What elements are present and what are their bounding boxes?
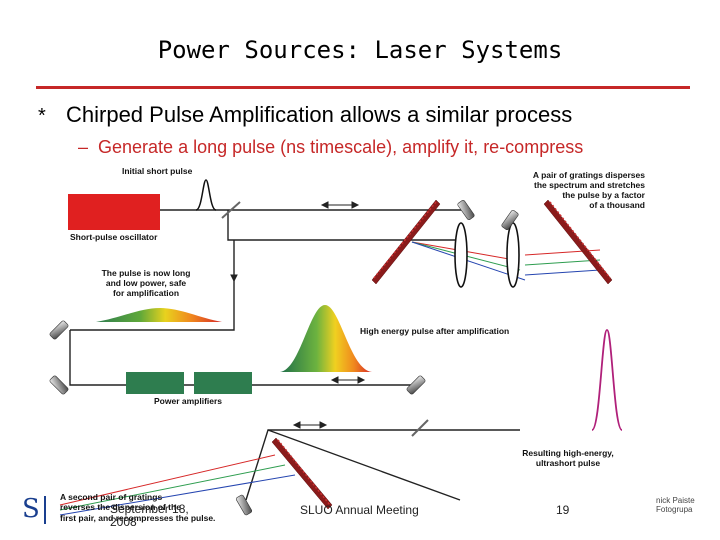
footer-date: September 18, 2008 <box>110 502 189 529</box>
title-underline <box>36 86 690 89</box>
bullet-level-2: –Generate a long pulse (ns timescale), a… <box>78 137 583 158</box>
stretched-pulse <box>96 308 222 322</box>
label-second-gratings: A second pair of gratings reverses the d… <box>60 492 215 523</box>
amplifier-2 <box>194 372 252 394</box>
svg-text:of a thousand: of a thousand <box>589 200 645 210</box>
svg-text:and low power, safe: and low power, safe <box>106 278 187 288</box>
label-long-pulse: The pulse is now long and low power, saf… <box>102 268 191 298</box>
bullet-marker: * <box>38 105 46 127</box>
svg-text:reverses the dispersion of the: reverses the dispersion of the <box>60 502 181 512</box>
direction-arrows <box>230 201 366 429</box>
label-amplifiers: Power amplifiers <box>154 396 222 406</box>
bullet-text: Chirped Pulse Amplification allows a sim… <box>66 102 573 127</box>
svg-text:ultrashort pulse: ultrashort pulse <box>536 458 601 468</box>
compressed-pulse <box>591 329 623 431</box>
svg-text:the spectrum and stretches: the spectrum and stretches <box>534 180 645 190</box>
label-initial-pulse: Initial short pulse <box>122 166 193 176</box>
bullet-level-1: * Chirped Pulse Amplification allows a si… <box>38 102 572 128</box>
label-oscillator: Short-pulse oscillator <box>70 232 158 242</box>
svg-text:the pulse by a factor: the pulse by a factor <box>562 190 645 200</box>
slide-title: Power Sources: Laser Systems <box>157 36 563 64</box>
beamsplitter <box>221 201 241 219</box>
footer-meeting: SLUO Annual Meeting <box>300 503 419 517</box>
label-high-energy: High energy pulse after amplification <box>360 326 509 336</box>
compressor-rays <box>59 454 296 516</box>
initial-pulse-shape <box>195 179 217 211</box>
sub-bullet-text: Generate a long pulse (ns timescale), am… <box>98 137 584 157</box>
lens-right <box>506 222 520 288</box>
stretcher-rays <box>411 241 601 281</box>
label-result: Resulting high-energy, ultrashort pulse <box>522 448 613 468</box>
amplifier-1 <box>126 372 184 394</box>
slac-logo: S <box>22 494 40 524</box>
svg-text:A second pair of gratings: A second pair of gratings <box>60 492 162 502</box>
svg-text:for amplification: for amplification <box>113 288 179 298</box>
beam-path <box>69 209 520 501</box>
svg-text:first pair, and recompresses t: first pair, and recompresses the pulse. <box>60 513 215 523</box>
oscillator-box <box>68 194 160 230</box>
svg-text:Resulting high-energy,: Resulting high-energy, <box>522 448 613 458</box>
gratings <box>271 199 613 510</box>
corner-logo: nick Paiste Fotogrupa <box>656 496 695 514</box>
mirrors <box>49 199 519 516</box>
lens-left <box>454 222 468 288</box>
logo-divider <box>44 496 46 524</box>
cpa-diagram: Initial short pulse Short-pulse oscillat… <box>49 166 646 523</box>
amplified-pulse <box>280 305 372 372</box>
label-gratings: A pair of gratings disperses the spectru… <box>533 170 646 210</box>
sub-bullet-marker: – <box>78 137 89 157</box>
svg-text:The pulse is now long: The pulse is now long <box>102 268 191 278</box>
svg-text:A pair of gratings disperses: A pair of gratings disperses <box>533 170 645 180</box>
footer-page-number: 19 <box>556 503 570 517</box>
